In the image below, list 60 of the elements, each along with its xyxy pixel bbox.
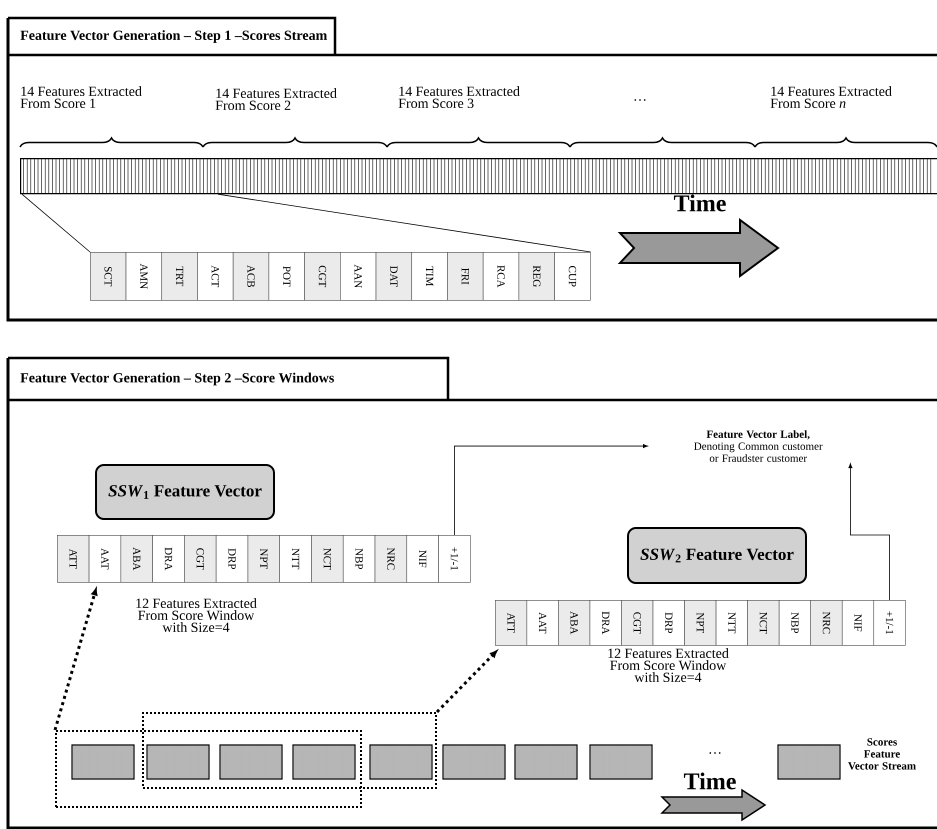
feature-cell: RCA: [482, 252, 520, 301]
annotation-text: 14 Features Extracted From Score 2: [216, 88, 337, 110]
feature-cell: ATT: [495, 600, 528, 646]
annotation-text: …: [634, 99, 646, 101]
annotation-text: …: [710, 752, 721, 754]
feature-cell: DRP: [652, 600, 685, 646]
feature-cell: NCT: [311, 535, 344, 583]
feature-cell: NPT: [684, 600, 716, 646]
feature-cell: NPT: [248, 535, 280, 583]
feature-cell: DRA: [590, 600, 622, 646]
feature-cell: POT: [268, 252, 305, 301]
feature-cell: +1/-1: [438, 535, 471, 583]
title-box: SSW$_{2}$ Feature Vector: [627, 527, 807, 584]
feature-cell: AAT: [88, 535, 122, 583]
feature-cell: NBP: [342, 535, 376, 583]
feature-cell: ATT: [57, 535, 90, 583]
feature-cell: NBP: [778, 600, 811, 646]
feature-cell: DAT: [376, 252, 412, 301]
feature-cell: CGT: [184, 535, 216, 583]
feature-cell: CGT: [304, 252, 341, 301]
feature-cell: ABA: [120, 535, 153, 583]
feature-cell: NTT: [279, 535, 312, 583]
arrow: [454, 444, 648, 536]
label-text: Feature Vector Label, Denoting Common customer or Fraudster customer: [694, 430, 823, 462]
feature-cell: SCT: [90, 252, 126, 301]
feature-cell: +1/-1: [873, 600, 906, 646]
feature-cell: AAT: [526, 600, 559, 646]
feature-cell: NCT: [747, 600, 780, 646]
feature-cell: REG: [518, 252, 555, 301]
feature-cell: CUP: [554, 252, 591, 301]
feature-cell: ACT: [197, 252, 234, 301]
annotation-text: Scores Feature Vector Stream: [848, 738, 916, 770]
score-stream-bar: [20, 158, 937, 194]
feature-cell: AMN: [126, 252, 162, 301]
axis-label: Time: [684, 772, 736, 790]
window-frame: [142, 712, 437, 789]
feature-cell: FRI: [447, 252, 484, 301]
arrow: [436, 650, 498, 714]
arrow: [54, 588, 98, 730]
annotation-text: 14 Features Extracted From Score n: [770, 86, 892, 108]
feature-cell: NRC: [374, 535, 408, 583]
feature-cell: ACB: [232, 252, 270, 301]
annotation-text: 14 Features Extracted From Score 1: [20, 86, 142, 108]
feature-cell: ABA: [558, 600, 590, 646]
title-box: SSW$_{1}$ Feature Vector: [95, 464, 275, 520]
feature-cell: DRP: [216, 535, 248, 583]
feature-cell: NIF: [406, 535, 439, 583]
annotation-text: 12 Features Extracted From Score Window with Size=4: [136, 598, 257, 632]
feature-cell: CGT: [621, 600, 654, 646]
feature-cell: TIM: [411, 252, 448, 301]
feature-cell: TRT: [161, 252, 198, 301]
window-frame: [55, 730, 362, 808]
feature-cell: NIF: [842, 600, 874, 646]
feature-cell: DRA: [152, 535, 185, 583]
annotation-text: 12 Features Extracted From Score Window with Size=4: [608, 648, 729, 682]
feature-cell: NRC: [810, 600, 843, 646]
annotation-text: 14 Features Extracted From Score 3: [398, 86, 520, 108]
arrow: [848, 463, 890, 600]
feature-cell: NTT: [716, 600, 748, 646]
feature-cell: AAN: [340, 252, 376, 301]
